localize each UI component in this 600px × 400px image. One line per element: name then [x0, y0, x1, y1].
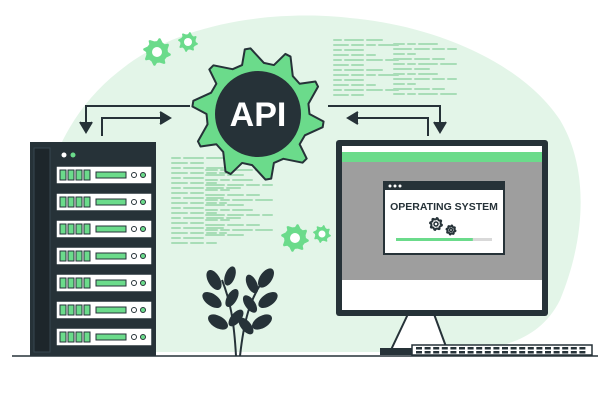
api-gear-icon: API: [191, 47, 325, 181]
server-rack-icon: [30, 142, 156, 356]
server-unit: [55, 300, 153, 320]
server-unit: [55, 219, 153, 239]
server-unit: [55, 246, 153, 266]
keyboard-icon: [411, 344, 593, 356]
monitor-icon: OPERATING SYSTEM: [336, 140, 548, 355]
progress-fill: [396, 238, 473, 241]
small-gear-icon: [313, 225, 331, 243]
right-arrows: [328, 105, 447, 136]
os-window-title: OPERATING SYSTEM: [390, 201, 498, 213]
arrow-icon: [354, 117, 429, 136]
code-lines-decor: [171, 39, 457, 244]
small-gear-icon: [281, 224, 309, 252]
gear-icon: [429, 217, 443, 231]
small-gear-icon: [143, 38, 171, 66]
left-arrows: [79, 105, 190, 136]
gear-icon: [445, 224, 457, 236]
arrow-icon: [85, 105, 190, 128]
server-unit: [55, 165, 153, 185]
arrow-icon: [328, 105, 441, 128]
os-window: OPERATING SYSTEM: [383, 181, 505, 255]
server-unit: [55, 273, 153, 293]
arrow-icon: [101, 117, 164, 136]
server-unit: [55, 327, 153, 347]
plant-icon: [202, 266, 278, 357]
api-gear-label: API: [230, 96, 287, 134]
server-unit: [55, 192, 153, 212]
small-gear-icon: [178, 32, 198, 52]
